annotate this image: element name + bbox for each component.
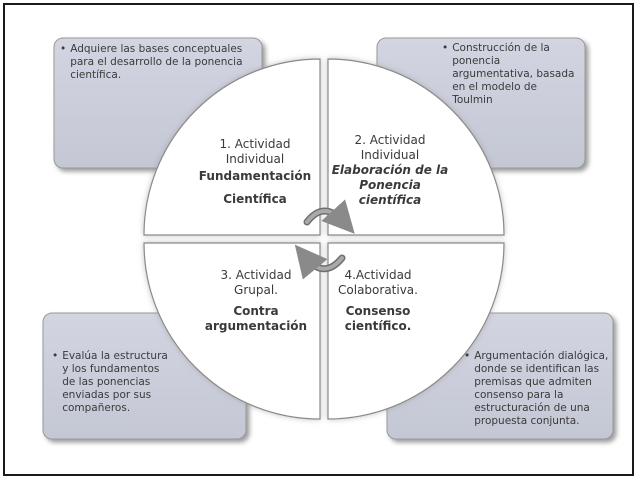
- quadrant-2-type: Individual: [360, 148, 420, 162]
- cycle-arrows-icon: [294, 199, 355, 280]
- quadrant-1-name: Fundamentación: [198, 169, 312, 183]
- quadrant-4-name: Consenso: [345, 304, 411, 318]
- note-text: Adquiere las bases conceptuales para el …: [70, 43, 243, 81]
- quadrant-4-title: 4.Actividad: [344, 268, 412, 282]
- quadrant-4: [327, 242, 505, 420]
- quadrant-4-label: 4.Actividad Colaborativa. Consenso cient…: [318, 268, 438, 334]
- quadrant-1: [143, 58, 321, 236]
- quadrant-4-type: Colaborativa.: [338, 283, 418, 297]
- quadrant-2: [327, 58, 505, 236]
- quadrant-3-title: 3. Actividad: [220, 268, 292, 282]
- quadrant-4-name-2: científico.: [344, 319, 412, 333]
- quadrant-3-type: Grupal.: [234, 283, 278, 297]
- note-text: Construcción de la ponencia argumentativ…: [452, 42, 575, 106]
- bullet-icon: •: [442, 42, 449, 54]
- note-bottom-left: • Evalúa la estructura y los fundamentos…: [52, 350, 174, 415]
- quadrant-1-type: Individual: [225, 152, 285, 166]
- quadrant-2-title: 2. Actividad: [354, 133, 426, 147]
- quadrant-2-name-2: Ponencia: [359, 178, 421, 192]
- quadrant-3: [143, 242, 321, 420]
- quadrant-3-name: Contra: [233, 304, 279, 318]
- note-top-right: • Construcción de la ponencia argumentat…: [442, 42, 578, 107]
- quadrant-3-label: 3. Actividad Grupal. Contra argumentació…: [196, 268, 316, 334]
- quadrant-2-label: 2. Actividad Individual Elaboración de l…: [330, 133, 450, 208]
- quadrant-1-title: 1. Actividad: [219, 137, 291, 151]
- bullet-icon: •: [52, 350, 59, 362]
- quadrant-1-name-2: Científica: [223, 192, 287, 206]
- note-bottom-right: • Argumentación dialógica, donde se iden…: [464, 350, 610, 428]
- quadrant-2-name: Elaboración de la: [331, 163, 449, 177]
- bullet-icon: •: [60, 43, 67, 55]
- quadrant-2-name-3: científica: [358, 193, 422, 207]
- diagram-frame: [3, 3, 634, 476]
- note-text: Argumentación dialógica, donde se identi…: [474, 350, 609, 427]
- quadrant-1-label: 1. Actividad Individual Fundamentación C…: [195, 137, 315, 207]
- bullet-icon: •: [464, 350, 471, 362]
- quadrant-3-name-2: argumentación: [204, 319, 308, 333]
- note-text: Evalúa la estructura y los fundamentos d…: [62, 350, 168, 414]
- note-top-left: • Adquiere las bases conceptuales para e…: [60, 43, 255, 82]
